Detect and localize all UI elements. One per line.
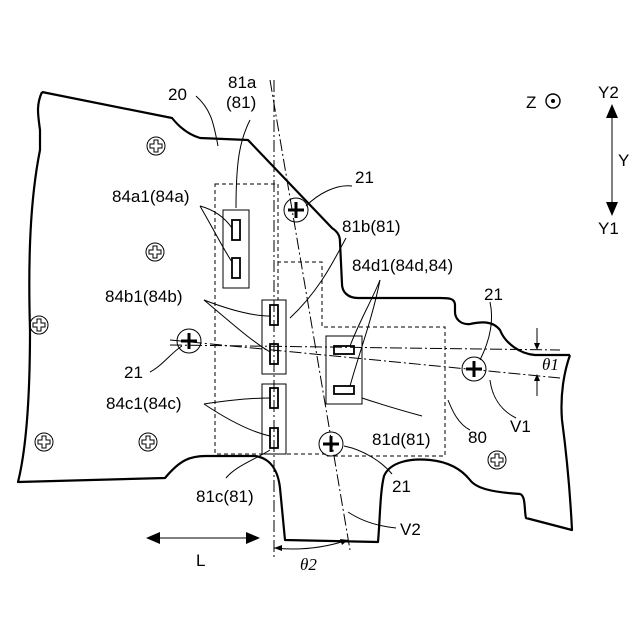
screw-top (284, 198, 308, 222)
hole-marks (30, 137, 506, 469)
leader-lines (150, 96, 516, 528)
label-axis-y1: Y1 (598, 219, 619, 238)
line-v2 (270, 80, 350, 550)
y-arrowhead-up (606, 104, 618, 118)
label-line-v2: V2 (400, 520, 421, 539)
label-line-v1: V1 (510, 417, 531, 436)
plate-outline (18, 92, 572, 542)
label-screw-top: 21 (355, 168, 374, 187)
label-magnet-c: 81c(81) (196, 487, 254, 506)
y-arrowhead-down (606, 202, 618, 216)
theta1-arrowhead-2 (534, 374, 540, 381)
label-unit: 80 (468, 428, 487, 447)
label-axis-y: Y (618, 151, 629, 170)
line-v1 (170, 340, 560, 378)
label-magnet-a: 81a (228, 73, 257, 92)
label-terminal-c: 84c1(84c) (106, 394, 182, 413)
l-arrowhead-right (246, 532, 260, 544)
label-terminal-a: 84a1(84a) (112, 187, 190, 206)
label-screw-bottom: 21 (392, 477, 411, 496)
label-dir-l: L (196, 551, 205, 570)
label-axis-y2: Y2 (598, 83, 619, 102)
screw-right (462, 357, 486, 381)
label-axis-z: Z (526, 93, 536, 112)
label-screw-right: 21 (484, 285, 503, 304)
label-magnet-b: 81b(81) (342, 217, 401, 236)
label-angle-2: θ2 (300, 555, 317, 574)
label-magnet-a-group: (81) (226, 93, 256, 112)
label-screw-left: 21 (124, 363, 143, 382)
terminal-84a-slot-lower (232, 258, 240, 278)
label-plate: 20 (168, 85, 187, 104)
label-terminal-d: 84d1(84d,84) (352, 256, 453, 275)
label-angle-1: θ1 (542, 355, 559, 374)
terminal-84d-slot-lower (334, 386, 354, 394)
z-axis-symbol (546, 94, 560, 108)
label-magnet-d: 81d(81) (372, 430, 431, 449)
horizontal-reference-line (170, 345, 560, 350)
theta1-arrowhead-1 (534, 343, 540, 350)
terminal-84a-slot-upper (232, 220, 240, 240)
l-arrowhead-left (146, 532, 160, 544)
theta2-arrowhead-1 (274, 545, 282, 551)
label-terminal-b: 84b1(84b) (105, 287, 183, 306)
